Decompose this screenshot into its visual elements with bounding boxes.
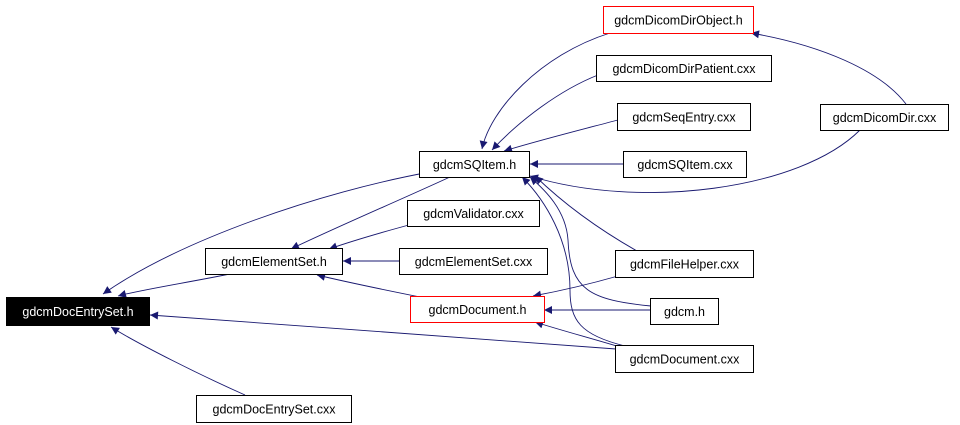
edge-gdcm_h-to-sqitem_h (529, 176, 652, 307)
node-box (399, 248, 548, 275)
node-box (596, 55, 772, 82)
edge-validator-to-elementset (328, 221, 421, 251)
node-box (615, 345, 754, 373)
node-box (617, 103, 751, 131)
edge-document_cxx-to-docentryset (149, 311, 617, 350)
node-label: gdcmDicomDir.cxx (833, 111, 937, 125)
node-validator[interactable]: gdcmValidator.cxx (407, 200, 540, 227)
node-dicomdirpatient[interactable]: gdcmDicomDirPatient.cxx (596, 55, 772, 82)
node-box (419, 151, 530, 178)
node-label: gdcmFileHelper.cxx (630, 258, 740, 272)
node-box (603, 6, 754, 34)
node-box (623, 151, 747, 178)
node-gdcm_h[interactable]: gdcm.h (650, 298, 719, 325)
node-label: gdcmDicomDirObject.h (614, 14, 743, 28)
node-label: gdcmElementSet.h (221, 255, 327, 269)
node-dicomdir[interactable]: gdcmDicomDir.cxx (820, 104, 949, 131)
node-label: gdcmDocument.h (429, 303, 527, 317)
edge-elementset-to-docentryset (117, 273, 231, 298)
node-docentryset_cxx[interactable]: gdcmDocEntrySet.cxx (196, 395, 352, 423)
node-box (205, 248, 343, 275)
node-label: gdcmDocEntrySet.h (22, 305, 133, 319)
node-filehelper[interactable]: gdcmFileHelper.cxx (615, 250, 754, 278)
node-elementset_cxx[interactable]: gdcmElementSet.cxx (399, 248, 548, 275)
node-box (820, 104, 949, 131)
node-label: gdcmDicomDirPatient.cxx (612, 62, 756, 76)
node-label: gdcmValidator.cxx (423, 207, 524, 221)
node-label: gdcmSQItem.cxx (637, 158, 733, 172)
node-document_h[interactable]: gdcmDocument.h (410, 296, 545, 323)
node-label: gdcmSeqEntry.cxx (632, 111, 736, 125)
node-sqitem_cxx[interactable]: gdcmSQItem.cxx (623, 151, 747, 178)
node-box (615, 250, 754, 278)
node-label: gdcm.h (664, 305, 705, 319)
edge-filehelper-to-sqitem_h (534, 175, 638, 252)
edge-docentryset_cxx-to-docentryset (110, 326, 246, 396)
node-label: gdcmElementSet.cxx (415, 255, 533, 269)
node-box (650, 298, 719, 325)
node-label: gdcmSQItem.h (433, 158, 516, 172)
edge-dicomdir-to-dicomdirobject (750, 30, 907, 105)
node-label: gdcmDocEntrySet.cxx (213, 403, 337, 417)
edge-dicomdirobject-to-sqitem_h (479, 32, 611, 150)
node-docentryset[interactable]: gdcmDocEntrySet.h (6, 297, 150, 326)
node-sqitem_h[interactable]: gdcmSQItem.h (419, 151, 530, 178)
edge-sqitem_h-to-elementset (290, 176, 451, 250)
edge-document_h-to-elementset (316, 272, 426, 299)
node-dicomdirobject[interactable]: gdcmDicomDirObject.h (603, 6, 754, 34)
node-document_cxx[interactable]: gdcmDocument.cxx (615, 345, 754, 373)
node-seqentry[interactable]: gdcmSeqEntry.cxx (617, 103, 751, 131)
node-box (410, 296, 545, 323)
node-elementset[interactable]: gdcmElementSet.h (205, 248, 343, 275)
edge-filehelper-to-document_h (532, 275, 619, 299)
edge-sqitem_h-to-docentryset (102, 171, 431, 295)
node-label: gdcmDocument.cxx (630, 353, 741, 367)
edge-dicomdirpatient-to-sqitem_h (491, 74, 599, 151)
edge-seqentry-to-sqitem_h (503, 119, 619, 153)
node-layer: gdcmDocEntrySet.h gdcmElementSet.h gdcmDoc… (6, 6, 949, 423)
edge-dicomdir-to-sqitem_h (529, 129, 861, 193)
node-box (407, 200, 540, 227)
edge-document_cxx-to-sqitem_h (521, 176, 626, 347)
node-box (6, 297, 150, 326)
edge-document_cxx-to-document_h (534, 320, 621, 348)
node-box (196, 395, 352, 423)
